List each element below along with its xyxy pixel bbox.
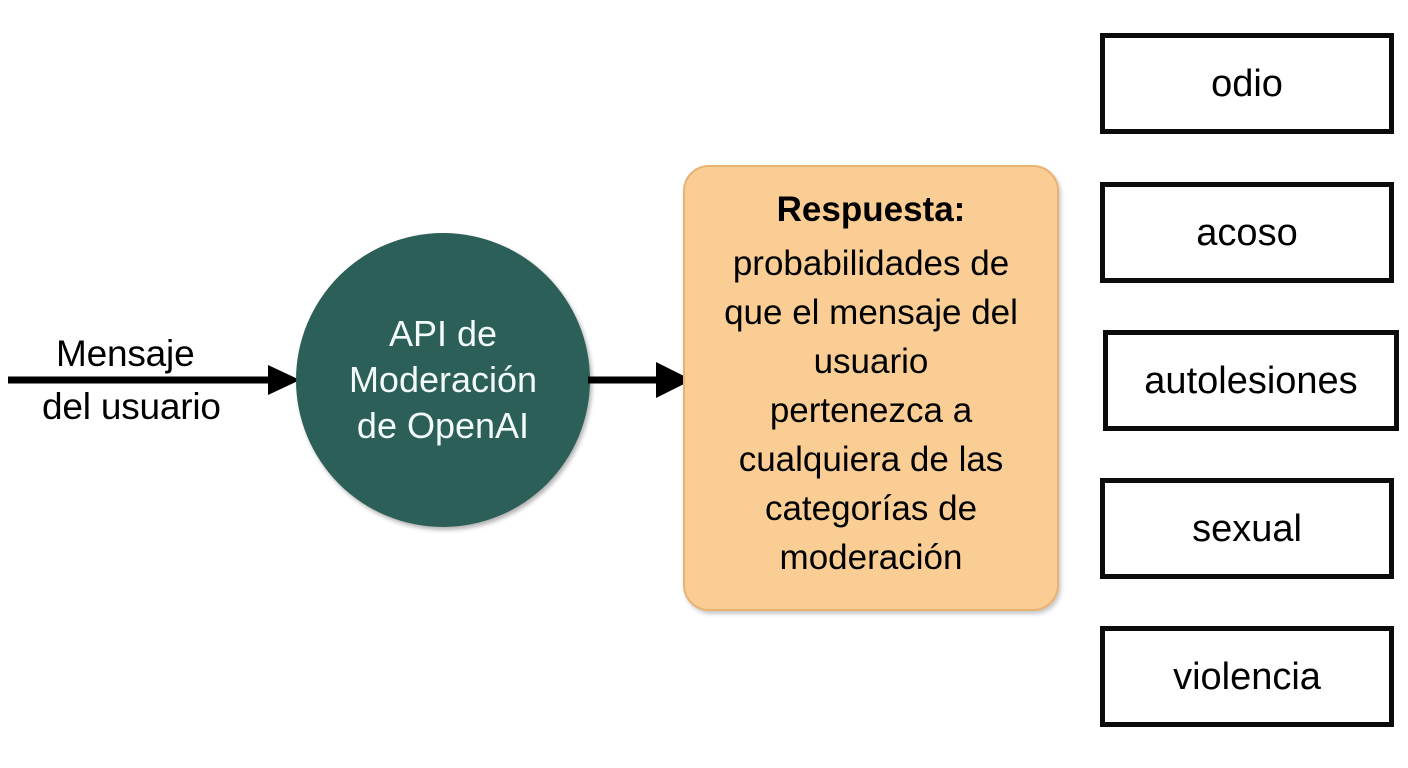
response-title: Respuesta: [776,190,966,229]
category-box-sexual[interactable]: sexual [1100,478,1394,579]
response-body: probabilidades de que el mensaje del usu… [724,244,1018,577]
moderation-api-node[interactable]: API de Moderación de OpenAI [296,233,590,527]
category-box-autolesiones[interactable]: autolesiones [1103,330,1399,431]
category-label: odio [1211,62,1283,105]
category-box-violencia[interactable]: violencia [1100,626,1394,727]
category-box-odio[interactable]: odio [1100,33,1394,134]
input-arrow [8,365,300,395]
process-to-response-arrow [588,362,692,398]
response-node[interactable]: Respuesta: probabilidades de que el mens… [683,165,1059,611]
category-label: acoso [1196,211,1298,254]
input-label-line-1: Mensaje [56,333,195,374]
category-label: sexual [1192,507,1302,550]
moderation-api-label: API de Moderación de OpenAI [348,313,538,446]
category-label: violencia [1173,655,1321,698]
category-label: autolesiones [1144,359,1358,402]
input-label-line-2: del usuario [42,386,221,427]
category-box-acoso[interactable]: acoso [1100,182,1394,283]
